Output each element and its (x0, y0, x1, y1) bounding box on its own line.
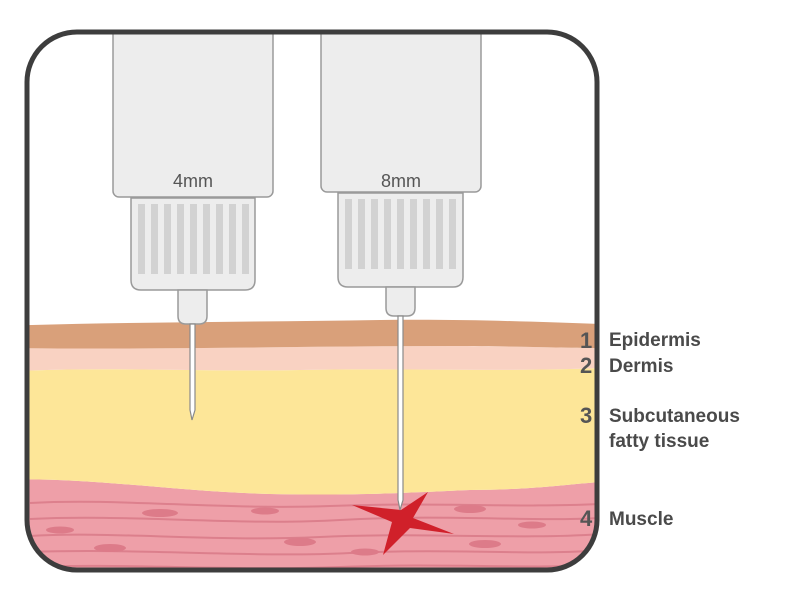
needle-shaft (397, 315, 404, 511)
needle-shaft (189, 323, 196, 421)
injection-star-mark (352, 492, 454, 555)
muscle-fiber-spots (46, 505, 546, 556)
layer-label-dermis: Dermis (609, 356, 673, 377)
layer-label-subcutaneous-line2: fatty tissue (609, 431, 709, 452)
diagram-frame (24, 29, 600, 573)
layer-number-subcutaneous: 3 (580, 403, 592, 428)
hub-grip-ridges (138, 204, 249, 274)
epidermis-layer (27, 319, 597, 349)
layer-number-epidermis: 1 (580, 328, 592, 353)
dermis-layer (27, 346, 597, 372)
muscle-fibers (29, 500, 597, 570)
pen-body (320, 32, 482, 193)
pen-needle-4mm: 4mm (112, 32, 274, 421)
pen-needle-8mm: 8mm (320, 32, 482, 511)
hub-grip-ridges (345, 199, 456, 269)
pen-body (112, 32, 274, 198)
needle-base (177, 289, 208, 325)
subcutaneous-layer (27, 368, 597, 495)
layer-label-subcutaneous: Subcutaneous (609, 406, 740, 427)
needle-base (385, 286, 416, 317)
layer-label-muscle: Muscle (609, 509, 673, 530)
layer-number-dermis: 2 (580, 353, 592, 378)
layer-label-epidermis: Epidermis (609, 330, 701, 351)
layer-labels: 1 Epidermis 2 Dermis 3 Subcutaneous fatt… (580, 328, 740, 531)
pen-length-label: 8mm (381, 171, 421, 191)
pen-length-label: 4mm (173, 171, 213, 191)
layer-number-muscle: 4 (580, 506, 593, 531)
